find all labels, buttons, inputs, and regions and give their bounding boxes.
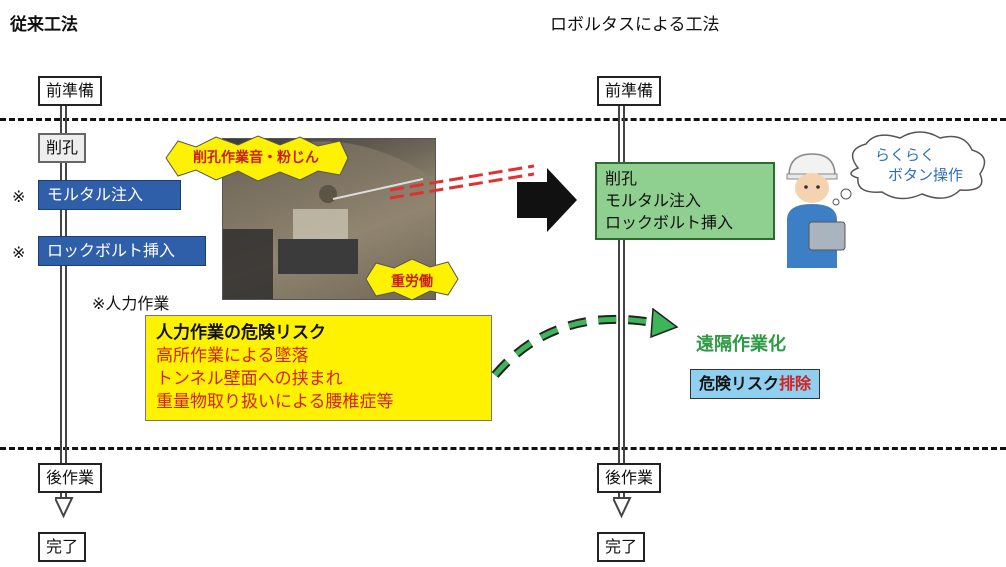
auto-step-mortar: モルタル注入 (605, 191, 702, 210)
manual-work-note: ※人力作業 (92, 294, 170, 313)
right-step-after: 後作業 (597, 463, 662, 493)
cloud-text-1: らくらく (875, 146, 936, 164)
labor-callout: 重労働 (391, 274, 433, 290)
left-title: 従来工法 (10, 15, 78, 35)
right-step-done: 完了 (597, 532, 646, 562)
asterisk-2: ※ (12, 243, 26, 262)
left-step-after: 後作業 (38, 463, 103, 493)
left-step-mortar: モルタル注入 (38, 180, 181, 210)
auto-step-drill: 削孔 (605, 169, 638, 188)
big-right-arrow-icon (517, 168, 577, 232)
noise-callout: 削孔作業音・粉じん (193, 150, 319, 166)
risk-label: 危険リスク (699, 374, 780, 393)
remote-work-label: 遠隔作業化 (696, 334, 786, 355)
asterisk-1: ※ (12, 187, 26, 206)
red-dashed-connector (389, 164, 535, 200)
right-title: ロボルタスによる工法 (550, 15, 720, 35)
left-step-prep: 前準備 (38, 76, 103, 106)
risk-item-1: 高所作業による墜落 (156, 346, 309, 366)
separator-top (0, 118, 1006, 121)
left-step-drill: 削孔 (38, 133, 87, 163)
right-step-prep: 前準備 (597, 76, 662, 106)
auto-step-rockbolt: ロックボルト挿入 (605, 213, 734, 232)
risk-box: 人力作業の危険リスク 高所作業による墜落 トンネル壁面への挟まれ 重量物取り扱い… (145, 315, 492, 421)
tunnel-photo (222, 138, 436, 300)
curved-dashed-arrow-icon (491, 307, 679, 378)
risk-eliminated-box: 危険リスク排除 (690, 369, 821, 399)
risk-heading: 人力作業の危険リスク (156, 323, 326, 343)
worker-with-tablet-icon (786, 153, 846, 268)
risk-item-2: トンネル壁面への挟まれ (156, 369, 343, 389)
separator-bottom (0, 447, 1006, 450)
left-step-rockbolt: ロックボルト挿入 (38, 236, 206, 266)
eliminate-label: 排除 (779, 374, 812, 393)
left-flow-line (55, 100, 74, 519)
burst-bubble-icon (165, 135, 349, 182)
thought-cloud-icon (832, 131, 986, 206)
risk-item-3: 重量物取り扱いによる腰椎症等 (156, 392, 394, 412)
cloud-text-2: ボタン操作 (888, 166, 964, 184)
right-auto-steps: 削孔 モルタル注入 ロックボルト挿入 (595, 162, 775, 240)
left-step-done: 完了 (38, 532, 87, 562)
labor-bubble-icon (365, 258, 459, 301)
